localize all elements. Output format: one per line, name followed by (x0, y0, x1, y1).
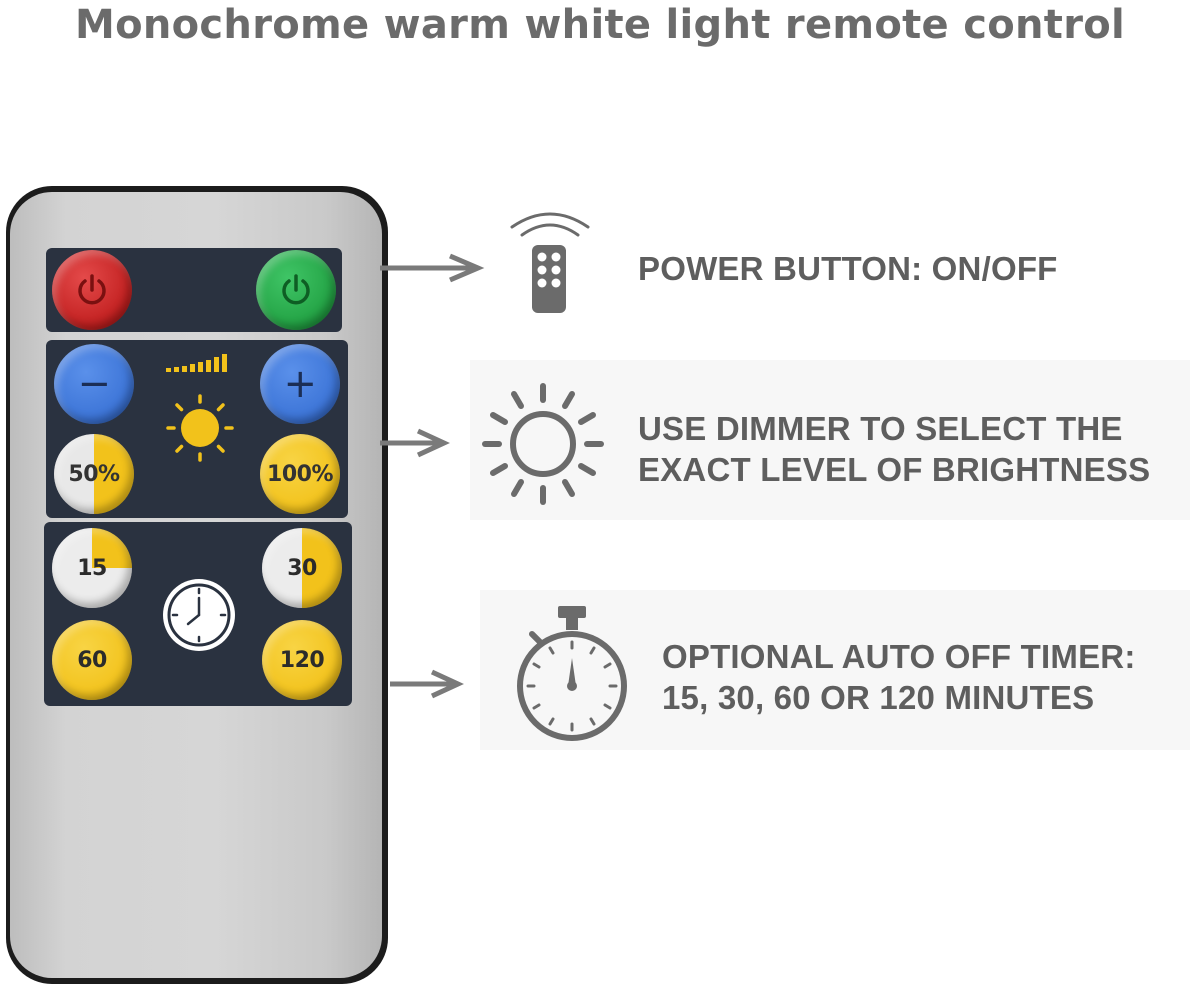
brightness-50-label: 50% (68, 461, 120, 487)
timer-30-label: 30 (287, 555, 317, 581)
timer-15-label: 15 (77, 555, 107, 581)
brightness-level-icon (166, 354, 227, 372)
plus-symbol: + (283, 361, 317, 407)
stopwatch-icon (517, 606, 627, 741)
timer-description: OPTIONAL AUTO OFF TIMER: 15, 30, 60 OR 1… (662, 636, 1136, 718)
power-on-button[interactable] (256, 250, 336, 330)
annotation-line: OPTIONAL AUTO OFF TIMER: (662, 638, 1136, 675)
brightness-100-label: 100% (267, 461, 333, 487)
remote-control: − + (6, 186, 388, 984)
timer-120-label: 120 (279, 647, 325, 673)
timer-15-button[interactable]: 15 (52, 528, 132, 608)
annotation-line: POWER BUTTON: ON/OFF (638, 250, 1058, 287)
timer-30-button[interactable]: 30 (262, 528, 342, 608)
background-patch (480, 590, 1190, 750)
remote-face: − + (10, 192, 382, 978)
annotation-line: EXACT LEVEL OF BRIGHTNESS (638, 451, 1151, 488)
timer-60-button[interactable]: 60 (52, 620, 132, 700)
clock-icon (163, 579, 235, 651)
power-panel (46, 248, 342, 332)
dim-down-button[interactable]: − (54, 344, 134, 424)
timer-panel: 15 30 60 (44, 522, 352, 706)
sun-icon (482, 383, 604, 505)
timer-60-label: 60 (77, 647, 107, 673)
timer-120-button[interactable]: 120 (262, 620, 342, 700)
arrow-right-icon (390, 669, 464, 699)
power-off-button[interactable] (52, 250, 132, 330)
power-icon (78, 274, 106, 305)
brightness-50-button[interactable]: 50% (54, 434, 134, 514)
annotation-line: 15, 30, 60 OR 120 MINUTES (662, 679, 1095, 716)
arrow-right-icon (380, 428, 450, 458)
power-button-description: POWER BUTTON: ON/OFF (638, 248, 1058, 289)
dim-up-button[interactable]: + (260, 344, 340, 424)
background-patch (470, 360, 1190, 520)
sun-icon (166, 394, 234, 462)
dimmer-panel: − + (46, 340, 348, 518)
brightness-100-button[interactable]: 100% (260, 434, 340, 514)
arrow-right-icon (380, 253, 485, 283)
dimmer-description: USE DIMMER TO SELECT THE EXACT LEVEL OF … (638, 408, 1150, 490)
minus-symbol: − (77, 361, 111, 407)
power-icon (282, 274, 310, 305)
page-title: Monochrome warm white light remote contr… (74, 2, 1126, 48)
remote-signal-icon (510, 212, 590, 313)
annotation-line: USE DIMMER TO SELECT THE (638, 410, 1123, 447)
